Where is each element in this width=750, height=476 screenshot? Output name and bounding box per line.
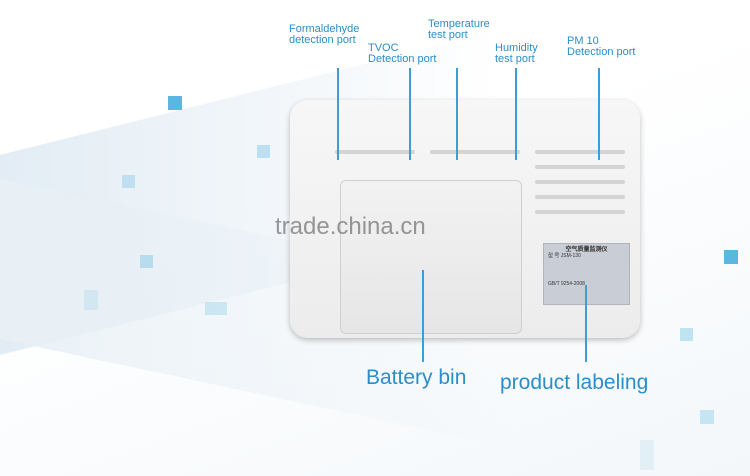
vent-slot [335, 150, 415, 154]
pointer-line [337, 68, 339, 160]
vent-slot [535, 165, 625, 169]
label-title: 空气质量监测仪 [565, 247, 608, 253]
vent-slot [535, 150, 625, 154]
decor-square [122, 175, 135, 188]
pointer-line [598, 68, 600, 160]
decor-square [205, 302, 227, 315]
decor-square [140, 255, 153, 268]
battery-cover [340, 180, 522, 334]
callout-pm10: PM 10 Detection port [567, 35, 636, 58]
pointer-line [422, 270, 424, 362]
callout-labeling: product labeling [500, 371, 649, 394]
label-model: 型 号 JSM-130 [548, 253, 581, 259]
decor-square [724, 250, 738, 264]
pointer-line [409, 68, 411, 160]
vent-slot [535, 180, 625, 184]
decor-square [700, 410, 714, 424]
decor-square [168, 96, 182, 110]
pointer-line [456, 68, 458, 160]
decor-square [84, 290, 98, 310]
decor-square [640, 440, 654, 470]
callout-formaldehyde: Formaldehyde detection port [289, 23, 360, 46]
vent-slot [535, 195, 625, 199]
watermark: trade.china.cn [275, 213, 426, 240]
label-standard: GB/T 9254-2008 [548, 281, 585, 287]
vent-slot [535, 210, 625, 214]
callout-battery: Battery bin [366, 366, 467, 389]
callout-tvoc: TVOC Detection port [368, 42, 437, 65]
decor-square [680, 328, 693, 341]
decor-square [257, 145, 270, 158]
callout-temperature: Temperature test port [428, 18, 490, 41]
pointer-line [515, 68, 517, 160]
pointer-line [585, 285, 587, 362]
vent-slot [430, 150, 520, 154]
callout-humidity: Humidity test port [495, 42, 538, 65]
